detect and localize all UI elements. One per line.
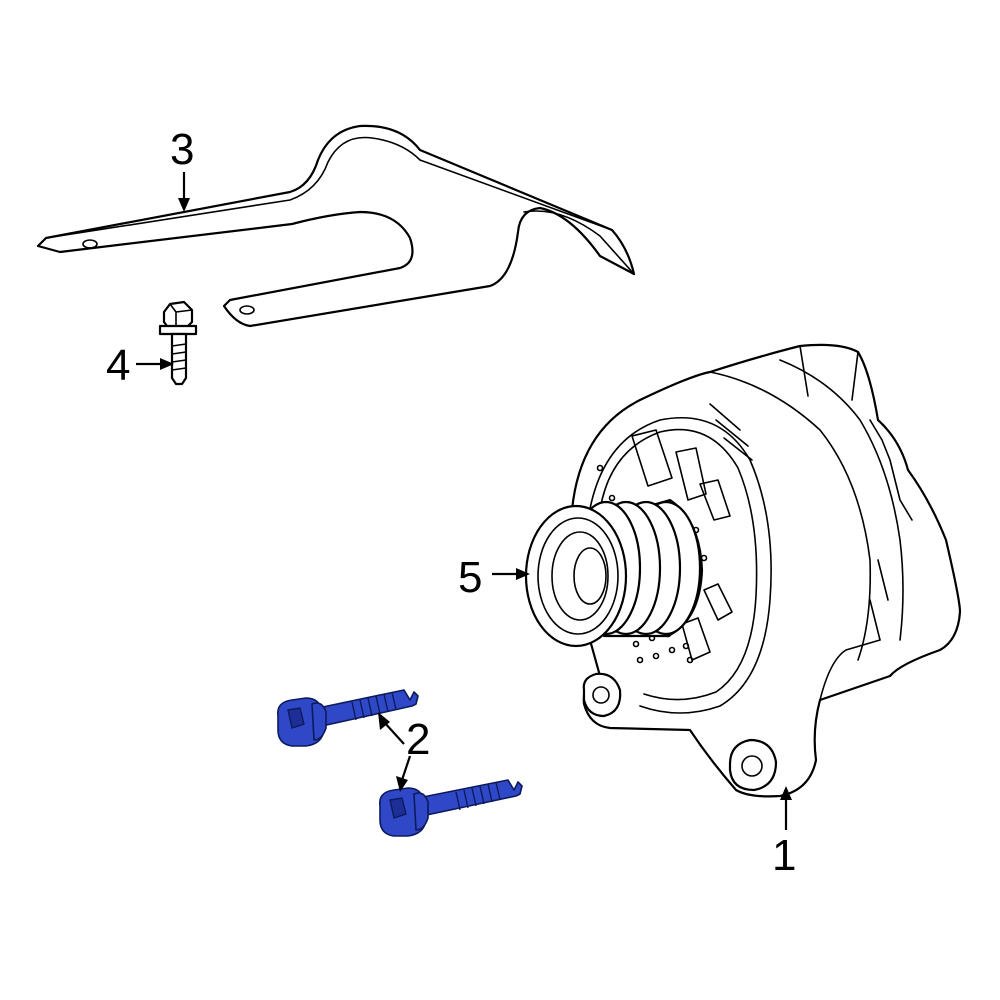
part-4-bolt[interactable]: [158, 300, 198, 386]
callout-3: 3: [170, 125, 195, 174]
callout-4: 4: [106, 341, 131, 390]
part-3-heat-shield[interactable]: [36, 124, 636, 328]
callout-5: 5: [458, 553, 483, 602]
part-2-bolt-lower[interactable]: [378, 779, 523, 837]
callout-2: 2: [406, 715, 431, 764]
part-2-bolt-upper[interactable]: [276, 689, 419, 747]
callout-arrows: [136, 172, 792, 830]
part-1-alternator[interactable]: [570, 343, 962, 798]
part-5-pulley[interactable]: [524, 498, 704, 648]
callout-1: 1: [772, 831, 797, 880]
